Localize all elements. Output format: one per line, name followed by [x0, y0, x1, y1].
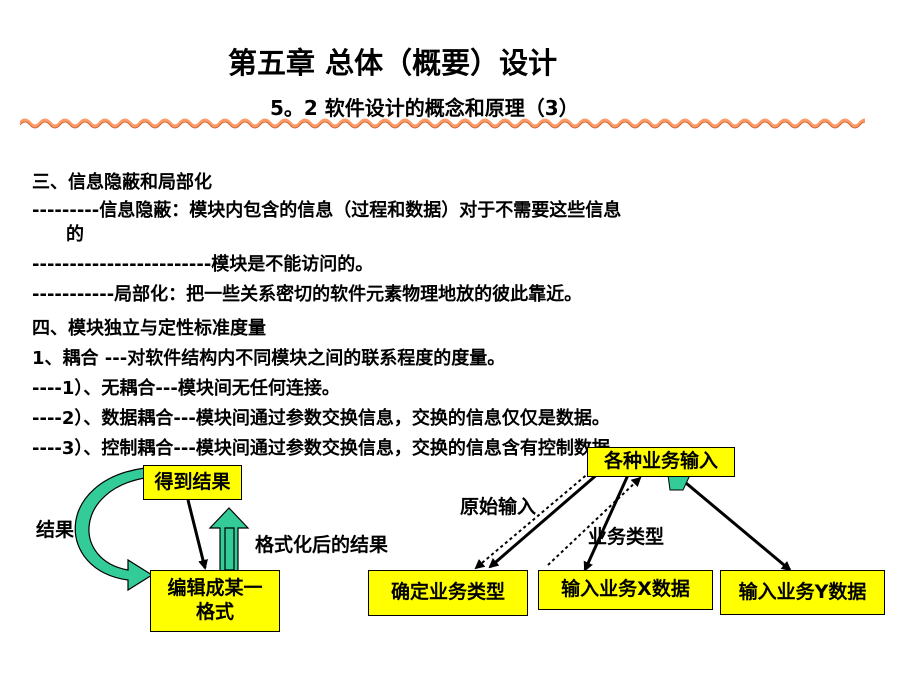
arrow-to-type — [488, 470, 601, 569]
page-subtitle: 5。2 软件设计的概念和原理（3） — [270, 96, 579, 120]
dotted-arrow-input — [474, 471, 591, 570]
box-input-x: 输入业务X数据 — [538, 570, 713, 610]
text-info-hiding-cont: 的 — [66, 224, 84, 245]
text-no-coupling: ----1）、无耦合---模块间无任何连接。 — [32, 378, 340, 399]
arrow-to-y — [679, 476, 792, 572]
box-format-edit-line2: 格式 — [195, 601, 234, 623]
text-control-coupling: ----3）、控制耦合---模块间通过参数交换信息，交换的信息含有控制数据。 — [32, 438, 628, 459]
arrow-to-x — [583, 474, 630, 572]
box-input-y: 输入业务Y数据 — [720, 570, 885, 615]
label-formatted-result: 格式化后的结果 — [255, 534, 389, 556]
label-result: 结果 — [36, 519, 75, 541]
text-info-hiding-def: ---------信息隐蔽：模块内包含的信息（过程和数据）对于不需要这些信息 — [32, 200, 622, 221]
page-title: 第五章 总体（概要）设计 — [228, 46, 558, 80]
box-get-result: 得到结果 — [143, 465, 242, 500]
text-module-access: ------------------------模块是不能访问的。 — [32, 254, 374, 275]
arrow-down-line — [186, 499, 208, 570]
wavy-divider — [20, 118, 865, 129]
text-coupling: 1、耦合 ---对软件结构内不同模块之间的联系程度的度量。 — [32, 348, 506, 369]
control-flag-icon — [667, 474, 691, 491]
text-localization: -----------局部化：把一些关系密切的软件元素物理地放的彼此靠近。 — [32, 284, 583, 305]
box-determine-type: 确定业务类型 — [368, 570, 528, 616]
text-data-coupling: ----2）、数据耦合---模块间通过参数交换信息，交换的信息仅仅是数据。 — [32, 408, 610, 429]
heading-info-hiding: 三、信息隐蔽和局部化 — [32, 172, 212, 193]
heading-module-independence: 四、模块独立与定性标准度量 — [32, 318, 266, 339]
label-raw-input: 原始输入 — [460, 496, 537, 518]
box-business-inputs: 各种业务输入 — [587, 447, 735, 477]
curved-arrow-icon — [74, 467, 154, 592]
box-format-edit: 编辑成某一 格式 — [150, 570, 280, 632]
box-format-edit-line1: 编辑成某一 — [167, 577, 263, 600]
label-business-type: 业务类型 — [588, 526, 665, 548]
up-arrow-icon — [208, 507, 250, 576]
